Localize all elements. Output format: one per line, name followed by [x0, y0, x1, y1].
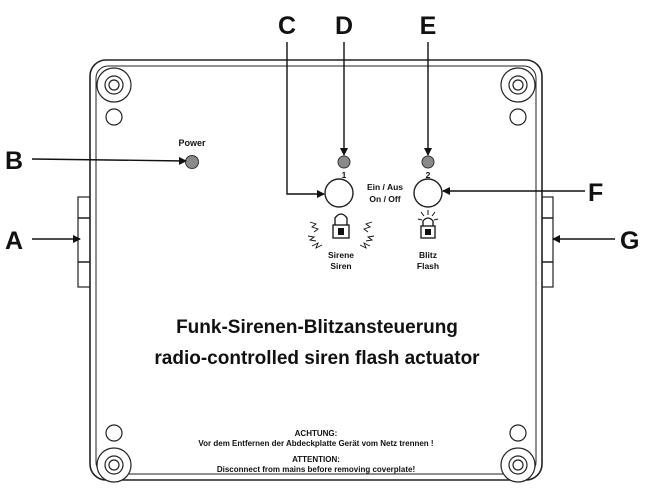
callout-b: B	[5, 147, 23, 175]
callout-g: G	[620, 227, 639, 255]
onoff-label-line2: On / Off	[369, 194, 400, 204]
warning-text-english: Disconnect from mains before removing co…	[217, 465, 415, 474]
callout-line-c	[286, 42, 325, 198]
callout-f: F	[588, 179, 603, 207]
flash-icon	[417, 210, 439, 239]
flash-label-de: Blitz	[419, 250, 437, 260]
callout-e: E	[420, 12, 437, 40]
housing-outer	[89, 59, 543, 481]
mount-hole-bottom-right	[509, 424, 527, 442]
callout-line-b	[31, 156, 187, 165]
callout-d: D	[335, 12, 353, 40]
callout-a: A	[5, 227, 23, 255]
siren-label-de: Sirene	[328, 250, 354, 260]
siren-icon	[307, 213, 375, 249]
screw-bottom-right	[500, 447, 536, 483]
warning-heading-german: ACHTUNG:	[295, 429, 338, 438]
mount-hole-top-left	[105, 108, 123, 126]
siren-label-en: Siren	[330, 261, 351, 271]
title-english: radio-controlled siren flash actuator	[154, 348, 480, 369]
screw-top-right	[500, 67, 536, 103]
title-german: Funk-Sirenen-Blitzansteuerung	[176, 317, 458, 338]
channel1-number: 1	[342, 170, 347, 180]
mount-hole-bottom-left	[105, 424, 123, 442]
screw-bottom-left	[96, 447, 132, 483]
channel2-number: 2	[426, 170, 431, 180]
onoff-label-line1: Ein / Aus	[367, 182, 403, 192]
callout-c: C	[278, 12, 296, 40]
flash-label-en: Flash	[417, 261, 439, 271]
channel2-led	[421, 155, 435, 169]
warning-text-german: Vor dem Entfernen der Abdeckplatte Gerät…	[198, 439, 433, 448]
screw-top-left	[96, 67, 132, 103]
mount-hole-top-right	[509, 108, 527, 126]
housing-inner	[95, 65, 537, 475]
siren-button[interactable]	[324, 178, 354, 208]
channel1-led	[337, 155, 351, 169]
warning-heading-english: ATTENTION:	[292, 455, 340, 464]
power-led	[185, 155, 199, 169]
power-label: Power	[178, 138, 206, 148]
flash-button[interactable]	[413, 178, 443, 208]
